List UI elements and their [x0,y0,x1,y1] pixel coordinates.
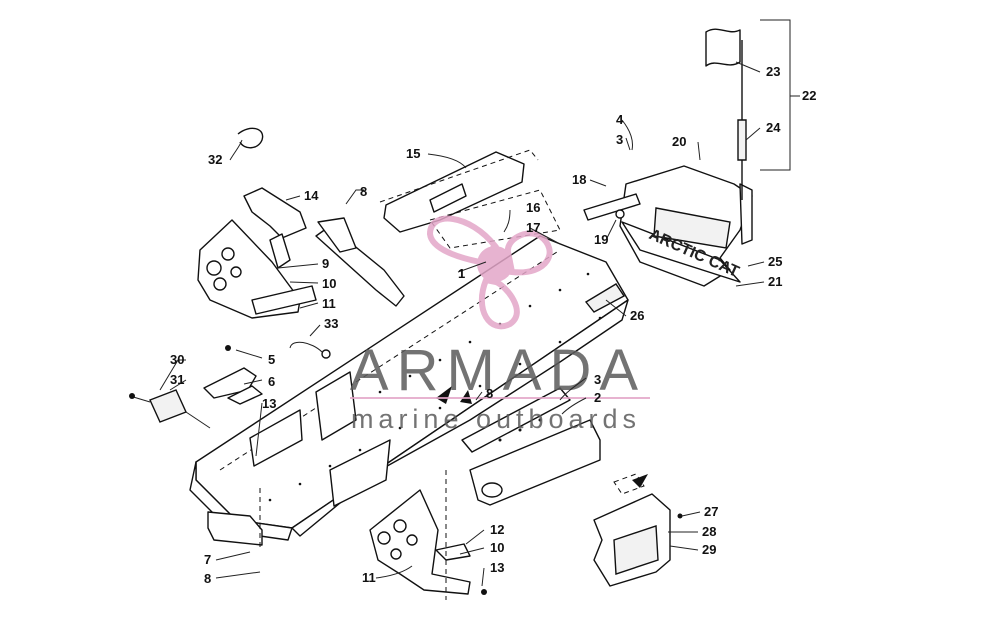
callout-25: 25 [768,254,782,269]
mount-bracket [203,345,263,405]
callout-6: 6 [268,374,275,389]
lower-bulkhead [369,470,487,600]
foot-plate [207,488,263,550]
voltage-regulator [129,389,211,429]
armada-logo: ARMADA marine outboards [350,215,650,434]
callout-12: 12 [490,522,504,537]
callout-10a: 10 [322,276,336,291]
callouts: 1 2 3 3 4 5 6 7 8 8 8 9 10 10 11 11 12 1… [170,64,816,586]
callout-8c: 8 [486,386,493,401]
callout-14: 14 [304,188,319,203]
callout-3: 3 [594,372,601,387]
front-bulkhead [197,187,317,319]
steering-support [315,149,561,307]
callout-7: 7 [204,552,211,567]
callout-5: 5 [268,352,275,367]
callout-27: 27 [704,504,718,519]
heat-shield-panel [593,473,683,587]
callout-22: 22 [802,88,816,103]
callout-8b: 8 [360,184,367,199]
callout-13b: 13 [490,560,504,575]
cable [289,341,331,359]
callout-11a: 11 [322,296,336,311]
callout-15: 15 [406,146,420,161]
callout-32: 32 [208,152,222,167]
callout-17: 17 [526,220,540,235]
callout-8a: 8 [204,571,211,586]
callout-24: 24 [766,120,781,135]
leader-lines [159,61,765,587]
side-brace [461,387,601,506]
callout-11b: 11 [362,570,376,585]
callout-31: 31 [170,372,184,387]
flag-pole [705,19,800,200]
brand-name: ARMADA [350,338,646,403]
brand-tagline: marine outboards [351,404,641,434]
callout-18: 18 [572,172,586,187]
callout-29: 29 [702,542,716,557]
propeller-icon [426,215,553,330]
callout-21: 21 [768,274,782,289]
arrow-indicator [436,386,452,404]
callout-2: 2 [594,390,601,405]
callout-19: 19 [594,232,608,247]
callout-28: 28 [702,524,716,539]
callout-1: 1 [458,266,465,281]
callout-10b: 10 [490,540,504,555]
callout-4: 4 [616,112,624,127]
callout-30: 30 [170,352,184,367]
snap-ring [237,127,264,149]
callout-9: 9 [322,256,329,271]
callout-13a: 13 [262,396,276,411]
callout-16: 16 [526,200,540,215]
callout-26: 26 [630,308,644,323]
chassis-tunnel [189,235,629,541]
tunnel-rivets [268,272,602,502]
callout-33: 33 [324,316,338,331]
callout-23: 23 [766,64,780,79]
callout-3b: 3 [616,132,623,147]
callout-20: 20 [672,134,686,149]
